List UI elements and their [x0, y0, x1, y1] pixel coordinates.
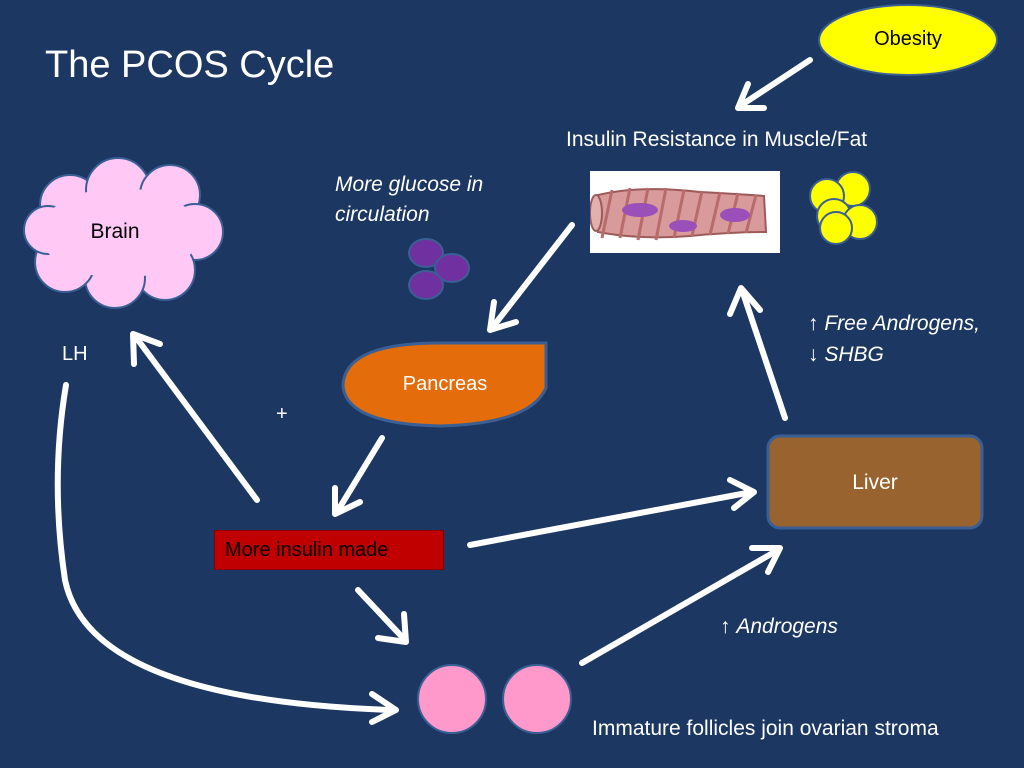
arrow-lh-to-follicles [54, 382, 399, 725]
free-androgens-text: Free Androgens, [824, 312, 980, 335]
brain-label: Brain [90, 220, 140, 243]
muscle-fiber-image [590, 171, 780, 253]
liver-label: Liver [852, 471, 898, 494]
up-arrow-icon: ↑ [808, 312, 819, 335]
lh-label: LH [62, 343, 88, 365]
pancreas-label: Pancreas [402, 373, 488, 395]
androgens-label: ↑ Androgens [720, 615, 838, 639]
liver-node [766, 434, 984, 530]
fat-cells-icon [809, 171, 878, 245]
follicle-circle [417, 664, 487, 734]
follicles-label: Immature follicles join ovarian stroma [592, 717, 939, 740]
up-arrow-icon: ↑ [720, 615, 731, 638]
insulin-made-label: More insulin made [225, 539, 389, 561]
arrow-insulin-to-brain [130, 331, 260, 503]
shbg-text: SHBG [824, 343, 884, 366]
androgens-text: Androgens [736, 615, 838, 638]
down-arrow-icon: ↓ [808, 343, 819, 366]
arrow-insulin-to-liver [467, 477, 757, 548]
arrow-insulin-to-follicles [355, 587, 409, 645]
arrow-follicles-to-liver [579, 545, 783, 666]
glucose-molecules-icon [408, 238, 470, 300]
arrow-obesity-to-resistance [735, 57, 813, 111]
page-title: The PCOS Cycle [45, 44, 335, 86]
insulin-made-node: More insulin made [214, 530, 444, 570]
free-androgens-label: ↑ Free Androgens, ↓ SHBG [808, 308, 1018, 370]
obesity-node [818, 4, 998, 76]
follicle-circle [502, 664, 572, 734]
arrow-resistance-to-pancreas [487, 222, 575, 333]
arrow-pancreas-to-insulin [332, 435, 385, 517]
pancreas-node [341, 341, 548, 428]
obesity-label: Obesity [874, 28, 942, 50]
arrow-liver-to-resistance [727, 285, 788, 421]
insulin-resistance-label: Insulin Resistance in Muscle/Fat [566, 128, 868, 151]
plus-sign: + [276, 403, 288, 425]
glucose-label: More glucose in circulation [335, 173, 484, 226]
